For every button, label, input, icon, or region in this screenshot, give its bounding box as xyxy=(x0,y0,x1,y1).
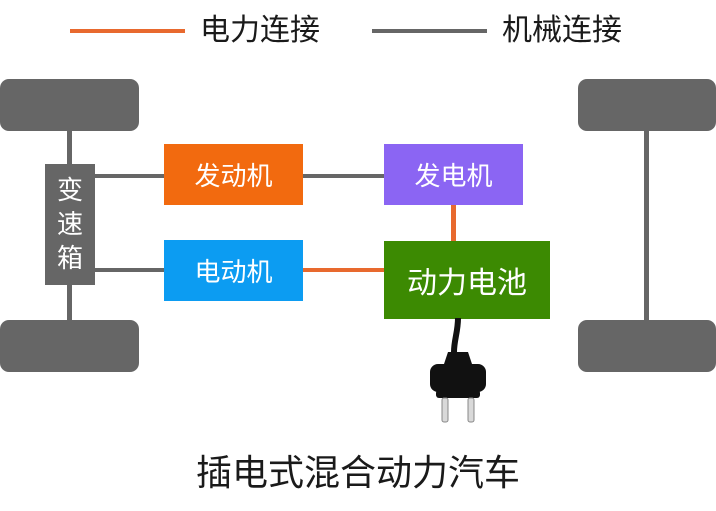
rear-right-wheel xyxy=(578,320,716,372)
right-axle xyxy=(644,128,649,324)
front-right-wheel xyxy=(578,79,716,131)
rear-left-wheel xyxy=(0,320,139,372)
diagram-caption: 插电式混合动力汽车 xyxy=(195,453,520,494)
legend-electric-line xyxy=(70,29,185,33)
legend-electric-label: 电力连接 xyxy=(200,13,320,48)
motor-box: 电动机 xyxy=(164,240,303,301)
battery-box: 动力电池 xyxy=(384,241,550,319)
gearbox: 变 速 箱 xyxy=(45,164,95,285)
gearbox-engine-link xyxy=(95,174,165,178)
engine-generator-link xyxy=(302,174,385,178)
generator-box: 发电机 xyxy=(384,144,523,205)
motor-battery-link xyxy=(302,268,385,272)
gearbox-motor-link xyxy=(95,268,165,272)
legend-mechanical-label: 机械连接 xyxy=(502,13,622,48)
front-left-wheel xyxy=(0,79,139,131)
gearbox-char-3: 箱 xyxy=(56,243,83,274)
gearbox-char-2: 速 xyxy=(56,209,83,240)
engine-box: 发动机 xyxy=(164,144,303,205)
legend-mechanical-line xyxy=(372,29,487,33)
generator-battery-link xyxy=(451,204,456,242)
gearbox-char-1: 变 xyxy=(56,175,83,206)
plug-icon xyxy=(430,318,486,423)
